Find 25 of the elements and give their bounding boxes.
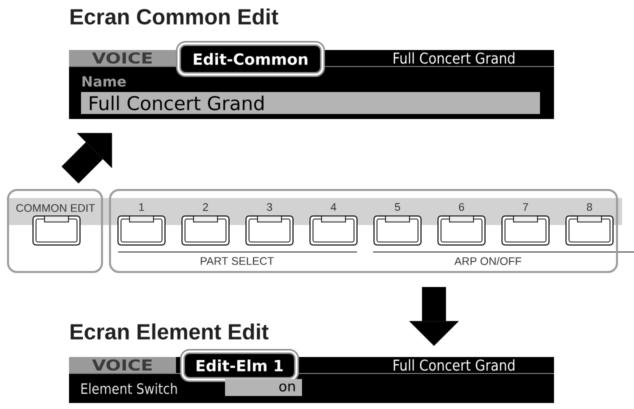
button-number: 6 <box>459 203 464 211</box>
field-label: Element Switch <box>81 382 177 394</box>
button-number: 8 <box>586 203 592 211</box>
selected-tab: Edit-Elm 1 <box>180 349 299 382</box>
group-label: ARP ON/OFF <box>454 256 522 266</box>
field-label: Name <box>82 76 126 87</box>
block-arrow <box>409 287 459 346</box>
button-number: 1 <box>139 203 144 211</box>
button-number: 3 <box>266 203 272 211</box>
button-number: 2 <box>203 203 208 211</box>
heading: Ecran Element Edit <box>70 323 268 340</box>
button-number: 4 <box>330 203 336 211</box>
button-label: COMMON EDIT <box>16 204 95 212</box>
heading: Ecran Common Edit <box>70 8 278 25</box>
block-arrow <box>62 132 112 184</box>
button-number: 5 <box>394 203 400 211</box>
group-label: PART SELECT <box>200 257 274 265</box>
button-number: 7 <box>523 203 528 211</box>
screen-tab: VOICE <box>69 357 176 373</box>
screen-text: Full Concert Grand <box>394 52 514 64</box>
selected-tab: Edit-Common <box>176 41 325 77</box>
screen-text: Full Concert Grand <box>394 359 514 371</box>
name-field: Full Concert Grand <box>81 92 540 114</box>
value-field: on <box>225 379 302 396</box>
screen-tab: VOICE <box>69 50 176 66</box>
